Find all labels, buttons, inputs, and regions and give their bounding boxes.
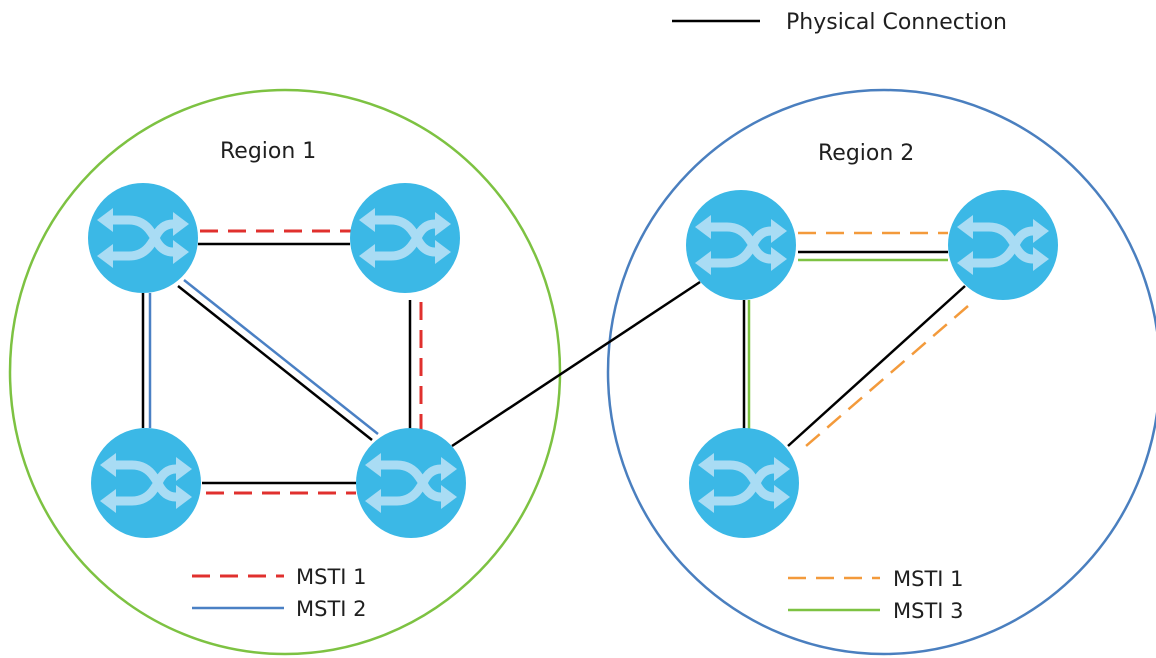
region1-legend-msti2-label: MSTI 2 xyxy=(296,597,367,621)
switch-icon xyxy=(91,428,201,538)
region1-title: Region 1 xyxy=(220,139,316,164)
region2-title: Region 2 xyxy=(818,141,914,166)
region1-boundary xyxy=(8,88,562,656)
region2-boundary xyxy=(606,88,1156,656)
region1-legend: MSTI 1 MSTI 2 xyxy=(192,565,367,621)
link-r2-diagonal-msti1 xyxy=(805,305,969,447)
switch-icon xyxy=(689,428,799,538)
region1-links xyxy=(141,229,423,495)
switch-icon xyxy=(948,190,1058,300)
region2-legend-msti1-label: MSTI 1 xyxy=(893,567,964,591)
link-inter-region xyxy=(451,280,701,448)
switch-icon xyxy=(88,183,198,293)
link-r1-diagonal-msti2 xyxy=(183,279,379,435)
switch-icon xyxy=(350,183,460,293)
legend-physical-connection: Physical Connection xyxy=(672,10,1007,35)
legend-physical-label: Physical Connection xyxy=(786,10,1007,35)
switch-icon xyxy=(356,428,466,538)
link-r1-diagonal-physical xyxy=(177,285,373,441)
link-r2-diagonal-physical xyxy=(787,285,966,447)
region2-links xyxy=(742,231,969,447)
region2-legend: MSTI 1 MSTI 3 xyxy=(788,567,964,623)
switch-icon xyxy=(686,190,796,300)
region1-legend-msti1-label: MSTI 1 xyxy=(296,565,367,589)
region2-legend-msti3-label: MSTI 3 xyxy=(893,599,964,623)
